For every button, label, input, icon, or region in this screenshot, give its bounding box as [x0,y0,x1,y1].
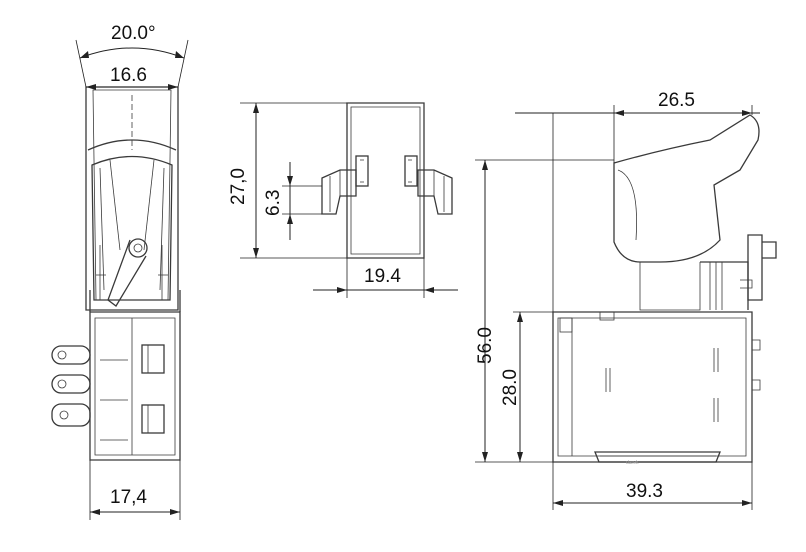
mid-width-label: 19.4 [364,266,401,287]
watermark-text: darek [626,460,639,466]
body-height-label: 28.0 [500,369,521,406]
side-view: darek 26.5 56.0 28.0 39.3 [475,90,777,510]
body-width-label: 39.3 [626,481,663,502]
terminal-2 [51,374,91,394]
terminal-3 [51,403,91,427]
contact-view: 27,0 6.3 19.4 [228,102,458,298]
bottom-width-label: 17,4 [110,487,147,508]
top-width-label: 16.6 [110,65,147,86]
total-height-label: 56.0 [475,327,496,364]
pin-height-label: 6.3 [263,190,284,216]
trigger-width-label: 26.5 [658,90,695,111]
terminal-1 [51,345,91,365]
height-a-label: 27,0 [228,168,249,205]
angle-label: 20.0° [111,23,156,44]
front-view: 20.0° 16.6 17,4 [51,23,189,520]
